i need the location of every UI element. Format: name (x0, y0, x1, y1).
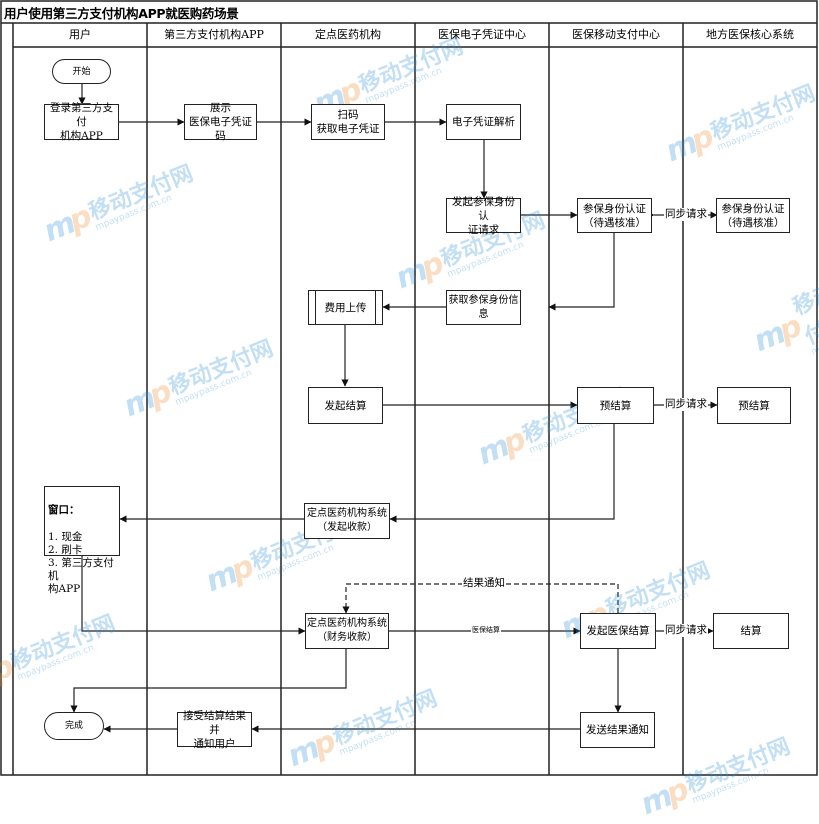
node-collect-payment: 定点医药机构系统 （发起收款） (304, 503, 390, 539)
node-login-app: 登录第三方支付 机构APP (44, 102, 119, 142)
edge-label-result-notice: 结果通知 (462, 577, 506, 590)
node-auth-core: 参保身份认证 （待遇核准） (716, 198, 790, 233)
node-end: 完成 (44, 712, 104, 740)
edge-label-sync-request: 同步请求 (664, 208, 708, 221)
diagram-lines (0, 0, 818, 776)
node-pre-settlement-mobile: 预结算 (577, 387, 654, 424)
node-auth-mobile: 参保身份认证 （待遇核准） (577, 198, 652, 233)
node-receive-result: 接受结算结果并 通知用户 (177, 710, 252, 750)
edge-mobile-getinfo (548, 233, 615, 311)
node-show-voucher-code: 展示 医保电子凭证码 (184, 102, 257, 142)
node-insurance-settlement: 发起医保结算 (580, 613, 656, 649)
edge-finance-end (70, 649, 347, 713)
node-auth-request: 发起参保身份认 证请求 (446, 196, 521, 236)
node-fee-upload: 费用上传 (308, 290, 383, 325)
node-get-insured-info: 获取参保身份信 息 (446, 290, 521, 325)
node-start: 开始 (52, 59, 111, 84)
edge-presettle-collect (389, 424, 615, 523)
lane-header-e-voucher-center: 医保电子凭证中心 (438, 28, 526, 41)
node-send-result-notice: 发送结果通知 (580, 712, 655, 748)
outer-border (0, 0, 818, 776)
lane-header-user: 用户 (69, 28, 91, 41)
lane-header-designated-institution: 定点医药机构 (315, 28, 381, 41)
node-scan-voucher: 扫码 获取电子凭证 (311, 104, 385, 140)
edge-label-sync-request: 同步请求 (664, 624, 708, 637)
lane-header-third-party-app: 第三方支付机构APP (164, 28, 264, 41)
lane-header-mobile-payment-center: 医保移动支付中心 (572, 28, 660, 41)
edge-label-sync-request: 同步请求 (664, 398, 708, 411)
edge-window-finance (81, 556, 306, 635)
diagram-title: 用户使用第三方支付机构APP就医购药场景 (4, 6, 239, 21)
node-payment-window: 窗口： 1. 现金 2. 刷卡 3. 第三方支付机 构APP (44, 486, 120, 595)
node-settlement-core: 结算 (713, 613, 789, 649)
edge-label-insurance-settlement: 医保结算 (471, 626, 501, 635)
node-pre-settlement-core: 预结算 (717, 387, 791, 424)
window-payment-options: 1. 现金 2. 刷卡 3. 第三方支付机 构APP (48, 531, 114, 595)
window-title: 窗口： (48, 504, 80, 516)
node-finance-collection: 定点医药机构系统 （财务收款） (305, 613, 389, 649)
node-parse-voucher: 电子凭证解析 (446, 104, 521, 140)
node-start-settlement: 发起结算 (308, 387, 383, 424)
lane-header-local-core-system: 地方医保核心系统 (706, 28, 794, 41)
